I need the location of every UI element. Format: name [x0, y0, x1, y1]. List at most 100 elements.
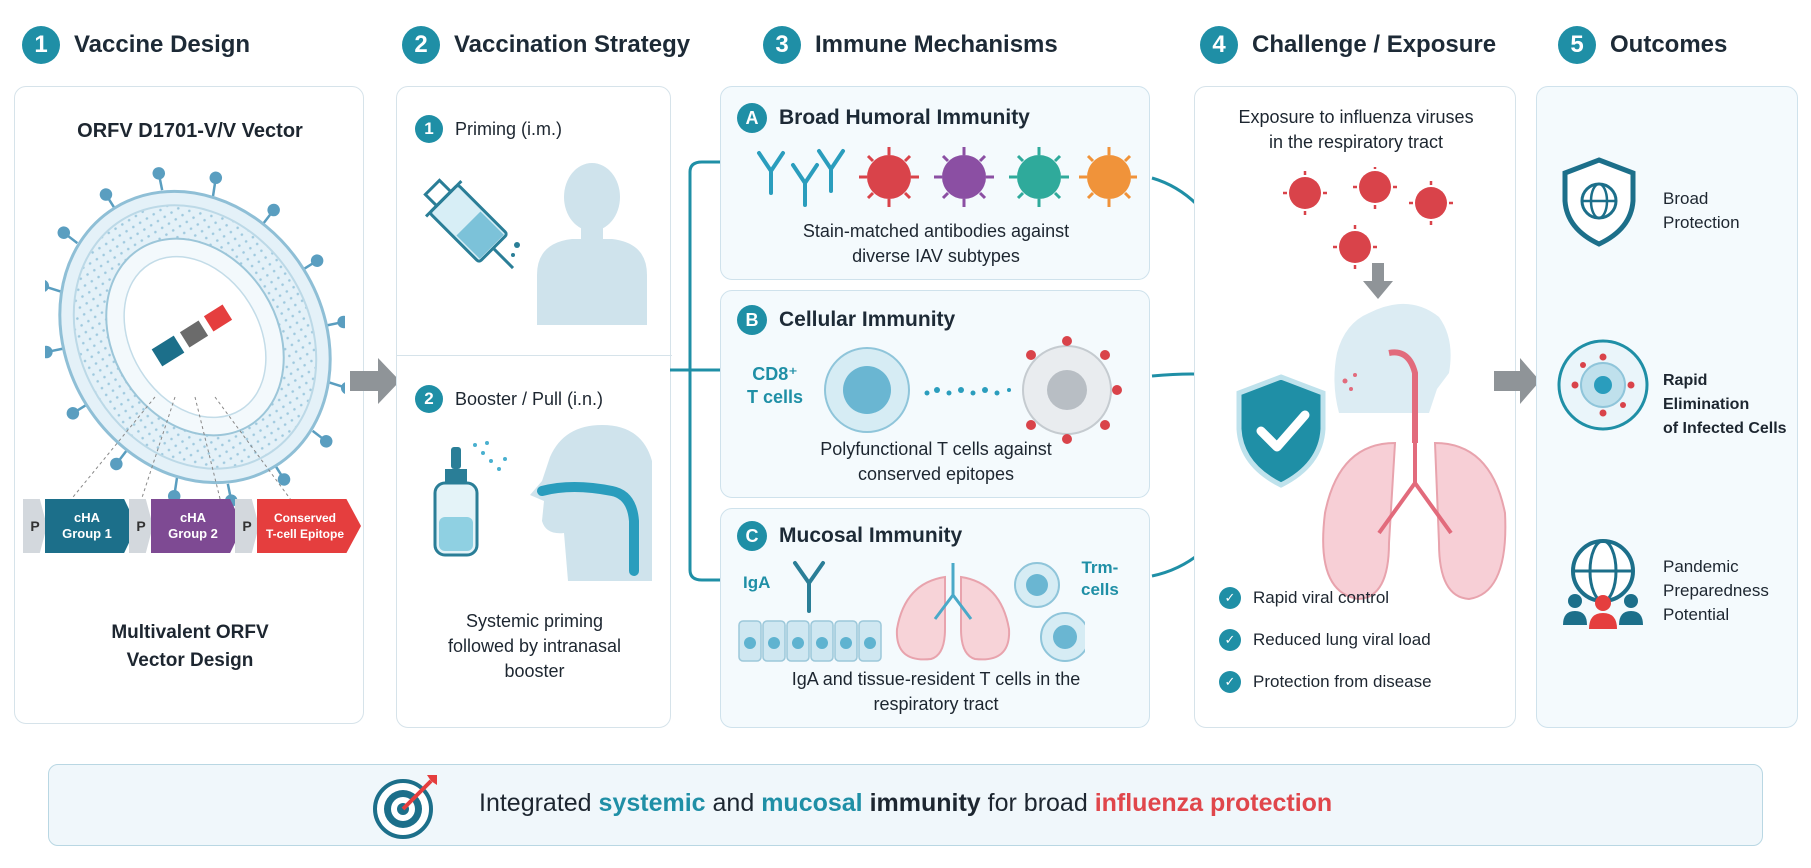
- result-label: Rapid viral control: [1253, 588, 1390, 607]
- respiratory-tract-icon: [1322, 303, 1507, 601]
- antibody-icon: [757, 149, 845, 207]
- outcomes-panel: Broad Protection Rapid Elimination of In…: [1536, 86, 1798, 728]
- lungs-icon: [738, 561, 1085, 662]
- vaccine-design-panel: ORFV D1701-V/V Vector: [14, 86, 364, 724]
- step-5-header: 5 Outcomes: [1558, 26, 1727, 64]
- mechanism-letter: C: [737, 521, 767, 551]
- result-label: Reduced lung viral load: [1253, 630, 1431, 649]
- shield-check-icon: [1236, 374, 1326, 488]
- t-cell-icon: [824, 336, 1122, 444]
- gene-label: T-cell Epitope: [265, 527, 344, 541]
- person-icon: [537, 163, 647, 325]
- caption-line: Multivalent ORFV: [111, 622, 269, 643]
- outcome-line: of Infected Cells: [1663, 420, 1787, 437]
- banner-word-mucosal: mucosal: [761, 789, 863, 817]
- strategy-caption: Systemic priming followed by intranasal …: [397, 609, 672, 684]
- down-arrow-icon: [1363, 263, 1393, 299]
- humoral-description: Stain-matched antibodies against diverse…: [721, 219, 1151, 269]
- mucosal-header: C Mucosal Immunity: [737, 521, 962, 551]
- desc-line: IgA and tissue-resident T cells in the: [791, 669, 1081, 689]
- cd8-label: CD8⁺ T cells: [747, 363, 803, 409]
- step-title: Challenge / Exposure: [1252, 31, 1497, 58]
- priming-number: 1: [415, 115, 443, 143]
- step-number: 1: [22, 26, 60, 64]
- globe-shield-icon: [1562, 157, 1636, 247]
- banner-word: for broad: [987, 789, 1088, 817]
- gene-connector-lines: [54, 396, 306, 520]
- iga-label: IgA: [743, 573, 771, 592]
- step-1-header: 1 Vaccine Design: [22, 26, 250, 64]
- gene-label: cHA: [73, 510, 100, 525]
- caption-line: followed by intranasal: [447, 636, 622, 656]
- syringe-icon: [423, 178, 520, 270]
- step-number: 5: [1558, 26, 1596, 64]
- gene-label: cHA: [179, 510, 206, 525]
- cell-label: T cells: [747, 387, 804, 407]
- check-icon: ✓: [1219, 671, 1241, 693]
- mechanism-letter: B: [737, 305, 767, 335]
- cellular-description: Polyfunctional T cells against conserved…: [721, 437, 1151, 487]
- desc-line: respiratory tract: [873, 694, 999, 714]
- people-globe-icon: [1563, 539, 1643, 629]
- banner-word: and: [712, 789, 755, 817]
- booster-number: 2: [415, 385, 443, 413]
- result-label: Protection from disease: [1253, 672, 1432, 691]
- banner-word-systemic: systemic: [598, 789, 706, 817]
- trm-line: Trm-: [1081, 558, 1119, 577]
- mechanism-title: Mucosal Immunity: [779, 524, 963, 547]
- outcome-line: Preparedness: [1663, 581, 1769, 600]
- priming-header: 1 Priming (i.m.): [415, 115, 562, 143]
- step-number: 2: [402, 26, 440, 64]
- gene-label: Group 2: [168, 526, 218, 541]
- step-3-header: 3 Immune Mechanisms: [763, 26, 1058, 64]
- antibody-virus-row: [757, 147, 1137, 207]
- trm-line: cells: [1081, 580, 1119, 599]
- banner-word: Integrated: [479, 789, 592, 817]
- virus-icon: [45, 167, 345, 507]
- mucosal-immunity-panel: C Mucosal Immunity IgA Trm- cells IgA an…: [720, 508, 1150, 728]
- challenge-panel: Exposure to influenza viruses in the res…: [1194, 86, 1516, 728]
- mechanism-title: Broad Humoral Immunity: [779, 106, 1030, 129]
- vector-title: ORFV D1701-V/V Vector: [77, 120, 303, 142]
- step-title: Outcomes: [1610, 31, 1728, 58]
- flow-arrow-icon: [350, 358, 400, 404]
- humoral-header: A Broad Humoral Immunity: [737, 103, 1030, 133]
- trm-label: Trm- cells: [1081, 557, 1119, 601]
- outcome-pandemic-preparedness: Pandemic Preparedness Potential: [1663, 555, 1769, 627]
- flow-arrow-icon: [1494, 358, 1540, 404]
- caption-line: booster: [504, 661, 565, 681]
- mucosal-description: IgA and tissue-resident T cells in the r…: [721, 667, 1151, 717]
- step-number: 4: [1200, 26, 1238, 64]
- infected-cell-icon: [1557, 339, 1649, 431]
- humoral-immunity-panel: A Broad Humoral Immunity Stain-matched a…: [720, 86, 1150, 280]
- gene-label: Conserved: [273, 511, 336, 525]
- check-icon: ✓: [1219, 587, 1241, 609]
- outcome-line: Protection: [1663, 213, 1740, 232]
- cellular-header: B Cellular Immunity: [737, 305, 955, 335]
- priming-label: Priming (i.m.): [455, 118, 562, 139]
- banner-word-influenza-protection: influenza protection: [1094, 789, 1333, 817]
- desc-line: Stain-matched antibodies against: [802, 221, 1070, 241]
- mechanism-letter: A: [737, 103, 767, 133]
- check-icon: ✓: [1219, 629, 1241, 651]
- outcome-line: Pandemic: [1663, 557, 1739, 576]
- divider: [397, 355, 672, 356]
- caption-line: in the respiratory tract: [1268, 132, 1444, 152]
- cellular-immunity-panel: B Cellular Immunity CD8⁺ T cells Polyfun…: [720, 290, 1150, 498]
- caption-line: Exposure to influenza viruses: [1238, 107, 1474, 127]
- outcome-line: Broad: [1663, 189, 1709, 208]
- booster-header: 2 Booster / Pull (i.n.): [415, 385, 603, 413]
- desc-line: diverse IAV subtypes: [852, 246, 1020, 266]
- summary-banner: Integrated systemic and mucosal immunity…: [48, 764, 1763, 846]
- nasal-spray-icon: [433, 441, 507, 557]
- result-item: ✓ Rapid viral control: [1219, 587, 1389, 609]
- cell-label: CD8⁺: [752, 364, 798, 384]
- desc-line: conserved epitopes: [857, 464, 1015, 484]
- caption-line: Systemic priming: [465, 611, 604, 631]
- outcome-line: Rapid Elimination: [1663, 372, 1750, 413]
- caption-line: Vector Design: [126, 650, 254, 671]
- design-caption: Multivalent ORFV Vector Design: [15, 619, 365, 675]
- step-title: Vaccination Strategy: [454, 31, 691, 58]
